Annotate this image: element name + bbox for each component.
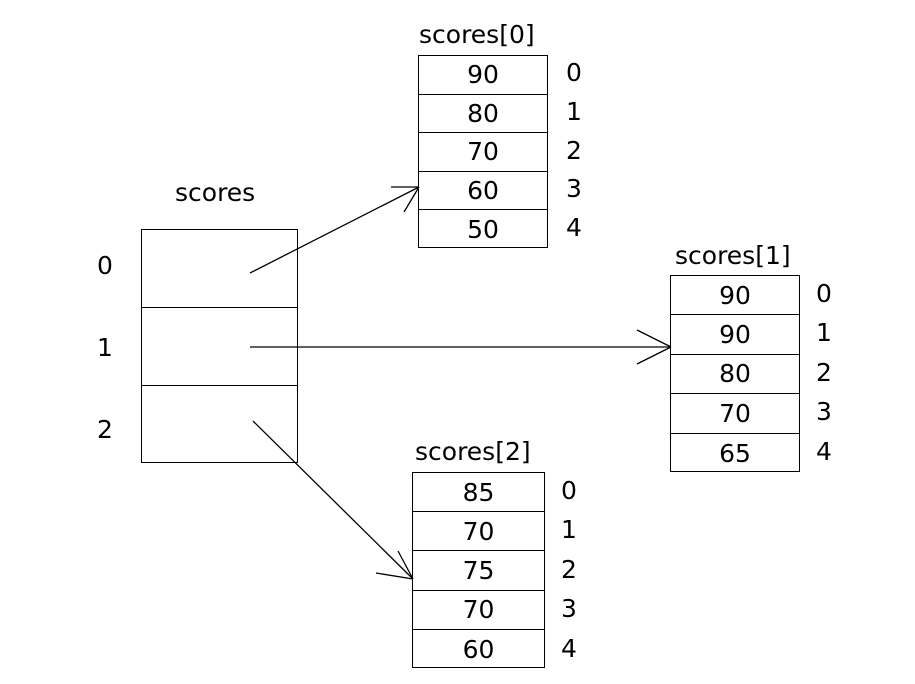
- array1-cell-0: 90: [671, 276, 799, 316]
- array1-index-3: 3: [816, 397, 832, 426]
- array2-box: 85 70 75 70 60: [412, 472, 545, 668]
- array2-cell-4: 60: [462, 634, 495, 664]
- array2-cell-2: 75: [413, 551, 544, 591]
- array0-cell-2: 70: [419, 133, 547, 172]
- array2-index-0: 0: [561, 476, 577, 505]
- array1-index-0: 0: [816, 279, 832, 308]
- outer-array-box: [141, 229, 298, 463]
- array0-box: 90 80 70 60 50: [418, 55, 548, 248]
- array0-index-2: 2: [566, 136, 582, 165]
- array2-cell-1: 70: [413, 512, 544, 552]
- outer-array-cell-1: [142, 308, 297, 386]
- array0-index-0: 0: [566, 58, 582, 87]
- array1-cell-3: 70: [671, 394, 799, 434]
- array1-label: scores[1]: [675, 241, 791, 270]
- arrow-row1-to-scores1: [250, 329, 672, 365]
- array0-index-4: 4: [566, 213, 582, 242]
- array0-cell-3: 60: [419, 172, 547, 211]
- array2-label: scores[2]: [415, 437, 531, 466]
- outer-index-1: 1: [97, 333, 113, 362]
- array0-index-3: 3: [566, 174, 582, 203]
- array1-cell-4: 65: [719, 438, 751, 468]
- array0-cell-1: 80: [419, 95, 547, 134]
- array0-index-1: 1: [566, 97, 582, 126]
- array2-cell-0: 85: [413, 473, 544, 513]
- array2-index-4: 4: [561, 634, 577, 663]
- array2-cell-3: 70: [413, 591, 544, 630]
- outer-array-cell-0: [142, 230, 297, 308]
- array1-box: 90 90 80 70 65: [670, 275, 800, 472]
- outer-index-0: 0: [97, 251, 113, 280]
- array1-index-1: 1: [816, 318, 832, 347]
- outer-array-cell-2: [142, 386, 297, 464]
- array1-index-2: 2: [816, 358, 832, 387]
- outer-array-label: scores: [175, 178, 256, 207]
- array0-label: scores[0]: [419, 20, 535, 49]
- outer-index-2: 2: [97, 415, 113, 444]
- array2-index-2: 2: [561, 555, 577, 584]
- array0-cell-4: 50: [467, 215, 499, 245]
- array0-cell-0: 90: [419, 56, 547, 95]
- array2-index-1: 1: [561, 515, 577, 544]
- array1-cell-1: 90: [671, 315, 799, 355]
- array2-index-3: 3: [561, 594, 577, 623]
- array1-index-4: 4: [816, 437, 832, 466]
- array1-cell-2: 80: [671, 355, 799, 395]
